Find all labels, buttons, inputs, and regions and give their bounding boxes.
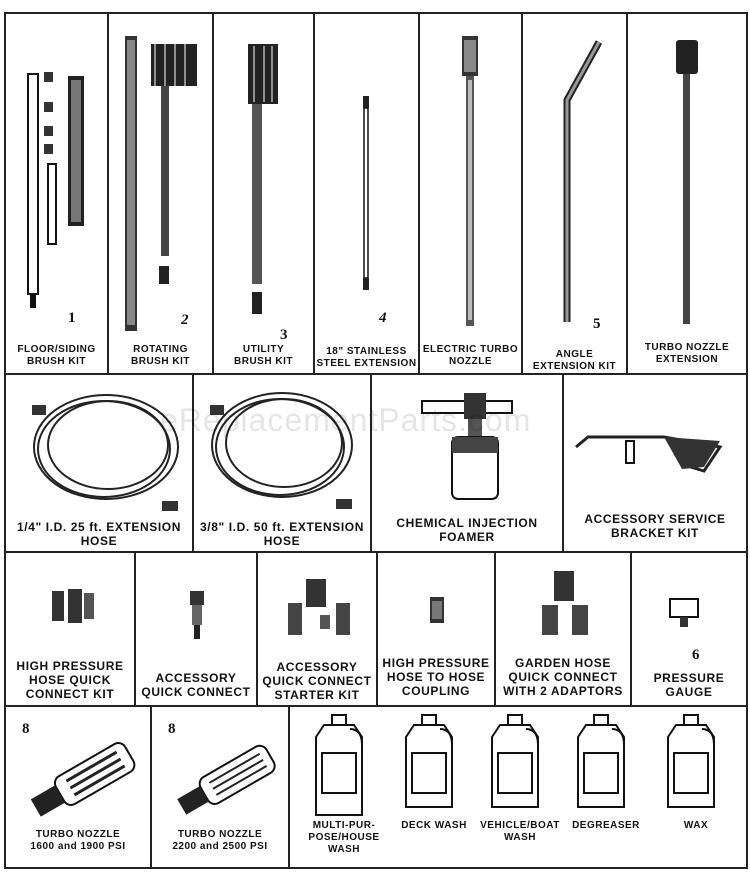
bottle-icon	[491, 714, 539, 808]
garden-hose-quick-connect-cell: GARDEN HOSE QUICK CONNECT WITH 2 ADAPTOR…	[494, 551, 632, 707]
rotating-brush-kit-drawing	[125, 36, 197, 331]
hose-coil-drawing	[32, 394, 179, 511]
callout-number: 3	[280, 327, 288, 343]
utility-brush-kit-drawing	[248, 44, 278, 314]
floor-siding-brush-kit-cell: 1 FLOOR/SIDING BRUSH KIT	[4, 12, 109, 375]
pressure-gauge-cell: 6 PRESSURE GAUGE	[630, 551, 748, 707]
item-label: GARDEN HOSE QUICK CONNECT WITH 2 ADAPTOR…	[503, 656, 623, 698]
three-eighths-extension-hose-cell: 3/8" I.D. 50 ft. EXTENSION HOSE	[192, 373, 372, 553]
callout-number: 1	[68, 310, 76, 326]
bottle-icon	[667, 714, 715, 808]
foamer-drawing	[421, 393, 513, 500]
turbo-nozzle-drawing	[30, 742, 136, 817]
item-label: CHEMICAL INJECTION FOAMER	[396, 516, 538, 544]
angle-extension-kit-drawing	[563, 40, 603, 322]
quarter-inch-extension-hose-cell: 1/4" I.D. 25 ft. EXTENSION HOSE	[4, 373, 194, 553]
callout-number: 5	[593, 316, 601, 332]
item-label: ACCESSORY QUICK CONNECT	[141, 671, 251, 699]
turbo-nozzle-2200-cell: 8 TURBO NOZZLE 2200 and 2500 PSI	[150, 705, 290, 869]
item-label: 3/8" I.D. 50 ft. EXTENSION HOSE	[200, 520, 364, 548]
item-label: TURBO NOZZLE 2200 and 2500 PSI	[172, 829, 268, 852]
callout-number: 2	[181, 312, 189, 328]
electric-turbo-nozzle-cell: ELECTRIC TURBO NOZZLE	[418, 12, 523, 375]
starter-kit-drawing	[288, 579, 350, 635]
chemical-injection-foamer-cell: CHEMICAL INJECTION FOAMER	[370, 373, 564, 553]
quick-connect-drawing	[190, 591, 204, 639]
accessory-service-bracket-kit-cell: ACCESSORY SERVICE BRACKET KIT	[562, 373, 748, 553]
turbo-nozzle-extension-cell: TURBO NOZZLE EXTENSION	[626, 12, 748, 375]
item-label: ACCESSORY QUICK CONNECT STARTER KIT	[262, 660, 372, 702]
accessory-quick-connect-cell: ACCESSORY QUICK CONNECT	[134, 551, 258, 707]
item-label: ACCESSORY SERVICE BRACKET KIT	[584, 512, 726, 540]
item-label: TURBO NOZZLE 1600 and 1900 PSI	[30, 829, 126, 852]
item-label: 18" STAINLESS STEEL EXTENSION	[316, 346, 417, 369]
turbo-nozzle-1600-cell: 8 TURBO NOZZLE 1600 and 1900 PSI	[4, 705, 152, 869]
item-label: HIGH PRESSURE HOSE TO HOSE COUPLING	[382, 656, 490, 698]
callout-number: 8	[22, 721, 30, 737]
item-label: UTILITY BRUSH KIT	[234, 344, 293, 367]
bottle-label: DECK WASH	[401, 820, 467, 831]
pressure-gauge-drawing	[669, 598, 699, 627]
callout-number: 6	[692, 647, 700, 663]
stainless-steel-extension-drawing	[363, 96, 369, 290]
accessory-quick-connect-starter-kit-cell: ACCESSORY QUICK CONNECT STARTER KIT	[256, 551, 378, 707]
coupling-drawing	[430, 597, 444, 623]
utility-brush-kit-cell: 3 UTILITY BRUSH KIT	[212, 12, 315, 375]
bottle-icon	[315, 714, 363, 816]
stainless-steel-extension-cell: 4 18" STAINLESS STEEL EXTENSION	[313, 12, 420, 375]
turbo-nozzle-extension-drawing	[676, 40, 698, 324]
callout-number: 8	[168, 721, 176, 737]
cleaning-solutions-cell: MULTI-PUR- POSE/HOUSE WASH DECK WASH VEH…	[288, 705, 748, 869]
bracket-drawing	[575, 435, 723, 473]
bottle-label: VEHICLE/BOAT WASH	[480, 820, 560, 843]
item-label: HIGH PRESSURE HOSE QUICK CONNECT KIT	[16, 659, 124, 701]
rotating-brush-kit-cell: 2 ROTATING BRUSH KIT	[107, 12, 214, 375]
bottle-label: MULTI-PUR- POSE/HOUSE WASH	[308, 820, 380, 855]
bottle-icon	[405, 714, 453, 808]
turbo-nozzle-drawing	[177, 744, 276, 815]
hp-hose-quick-connect-kit-cell: HIGH PRESSURE HOSE QUICK CONNECT KIT	[4, 551, 136, 707]
hose-coil-drawing	[210, 392, 353, 509]
electric-turbo-nozzle-drawing	[462, 36, 478, 326]
quick-connect-drawing	[52, 589, 94, 623]
bottles-drawing	[315, 714, 715, 816]
floor-siding-brush-kit-drawing	[27, 72, 84, 308]
bottle-icon	[577, 714, 625, 808]
item-label: ROTATING BRUSH KIT	[131, 344, 190, 367]
item-label: FLOOR/SIDING BRUSH KIT	[17, 344, 96, 367]
bottle-label: WAX	[683, 820, 709, 831]
item-label: ELECTRIC TURBO NOZZLE	[422, 344, 519, 367]
garden-hose-connect-drawing	[542, 571, 588, 635]
item-label: PRESSURE GAUGE	[653, 671, 725, 699]
callout-number: 4	[379, 310, 387, 326]
angle-extension-kit-cell: 5 ANGLE EXTENSION KIT	[521, 12, 628, 375]
item-label: 1/4" I.D. 25 ft. EXTENSION HOSE	[17, 520, 181, 548]
bottle-label: DEGREASER	[572, 820, 640, 831]
hp-hose-to-hose-coupling-cell: HIGH PRESSURE HOSE TO HOSE COUPLING	[376, 551, 496, 707]
item-label: TURBO NOZZLE EXTENSION	[644, 342, 730, 365]
item-label: ANGLE EXTENSION KIT	[532, 349, 617, 372]
